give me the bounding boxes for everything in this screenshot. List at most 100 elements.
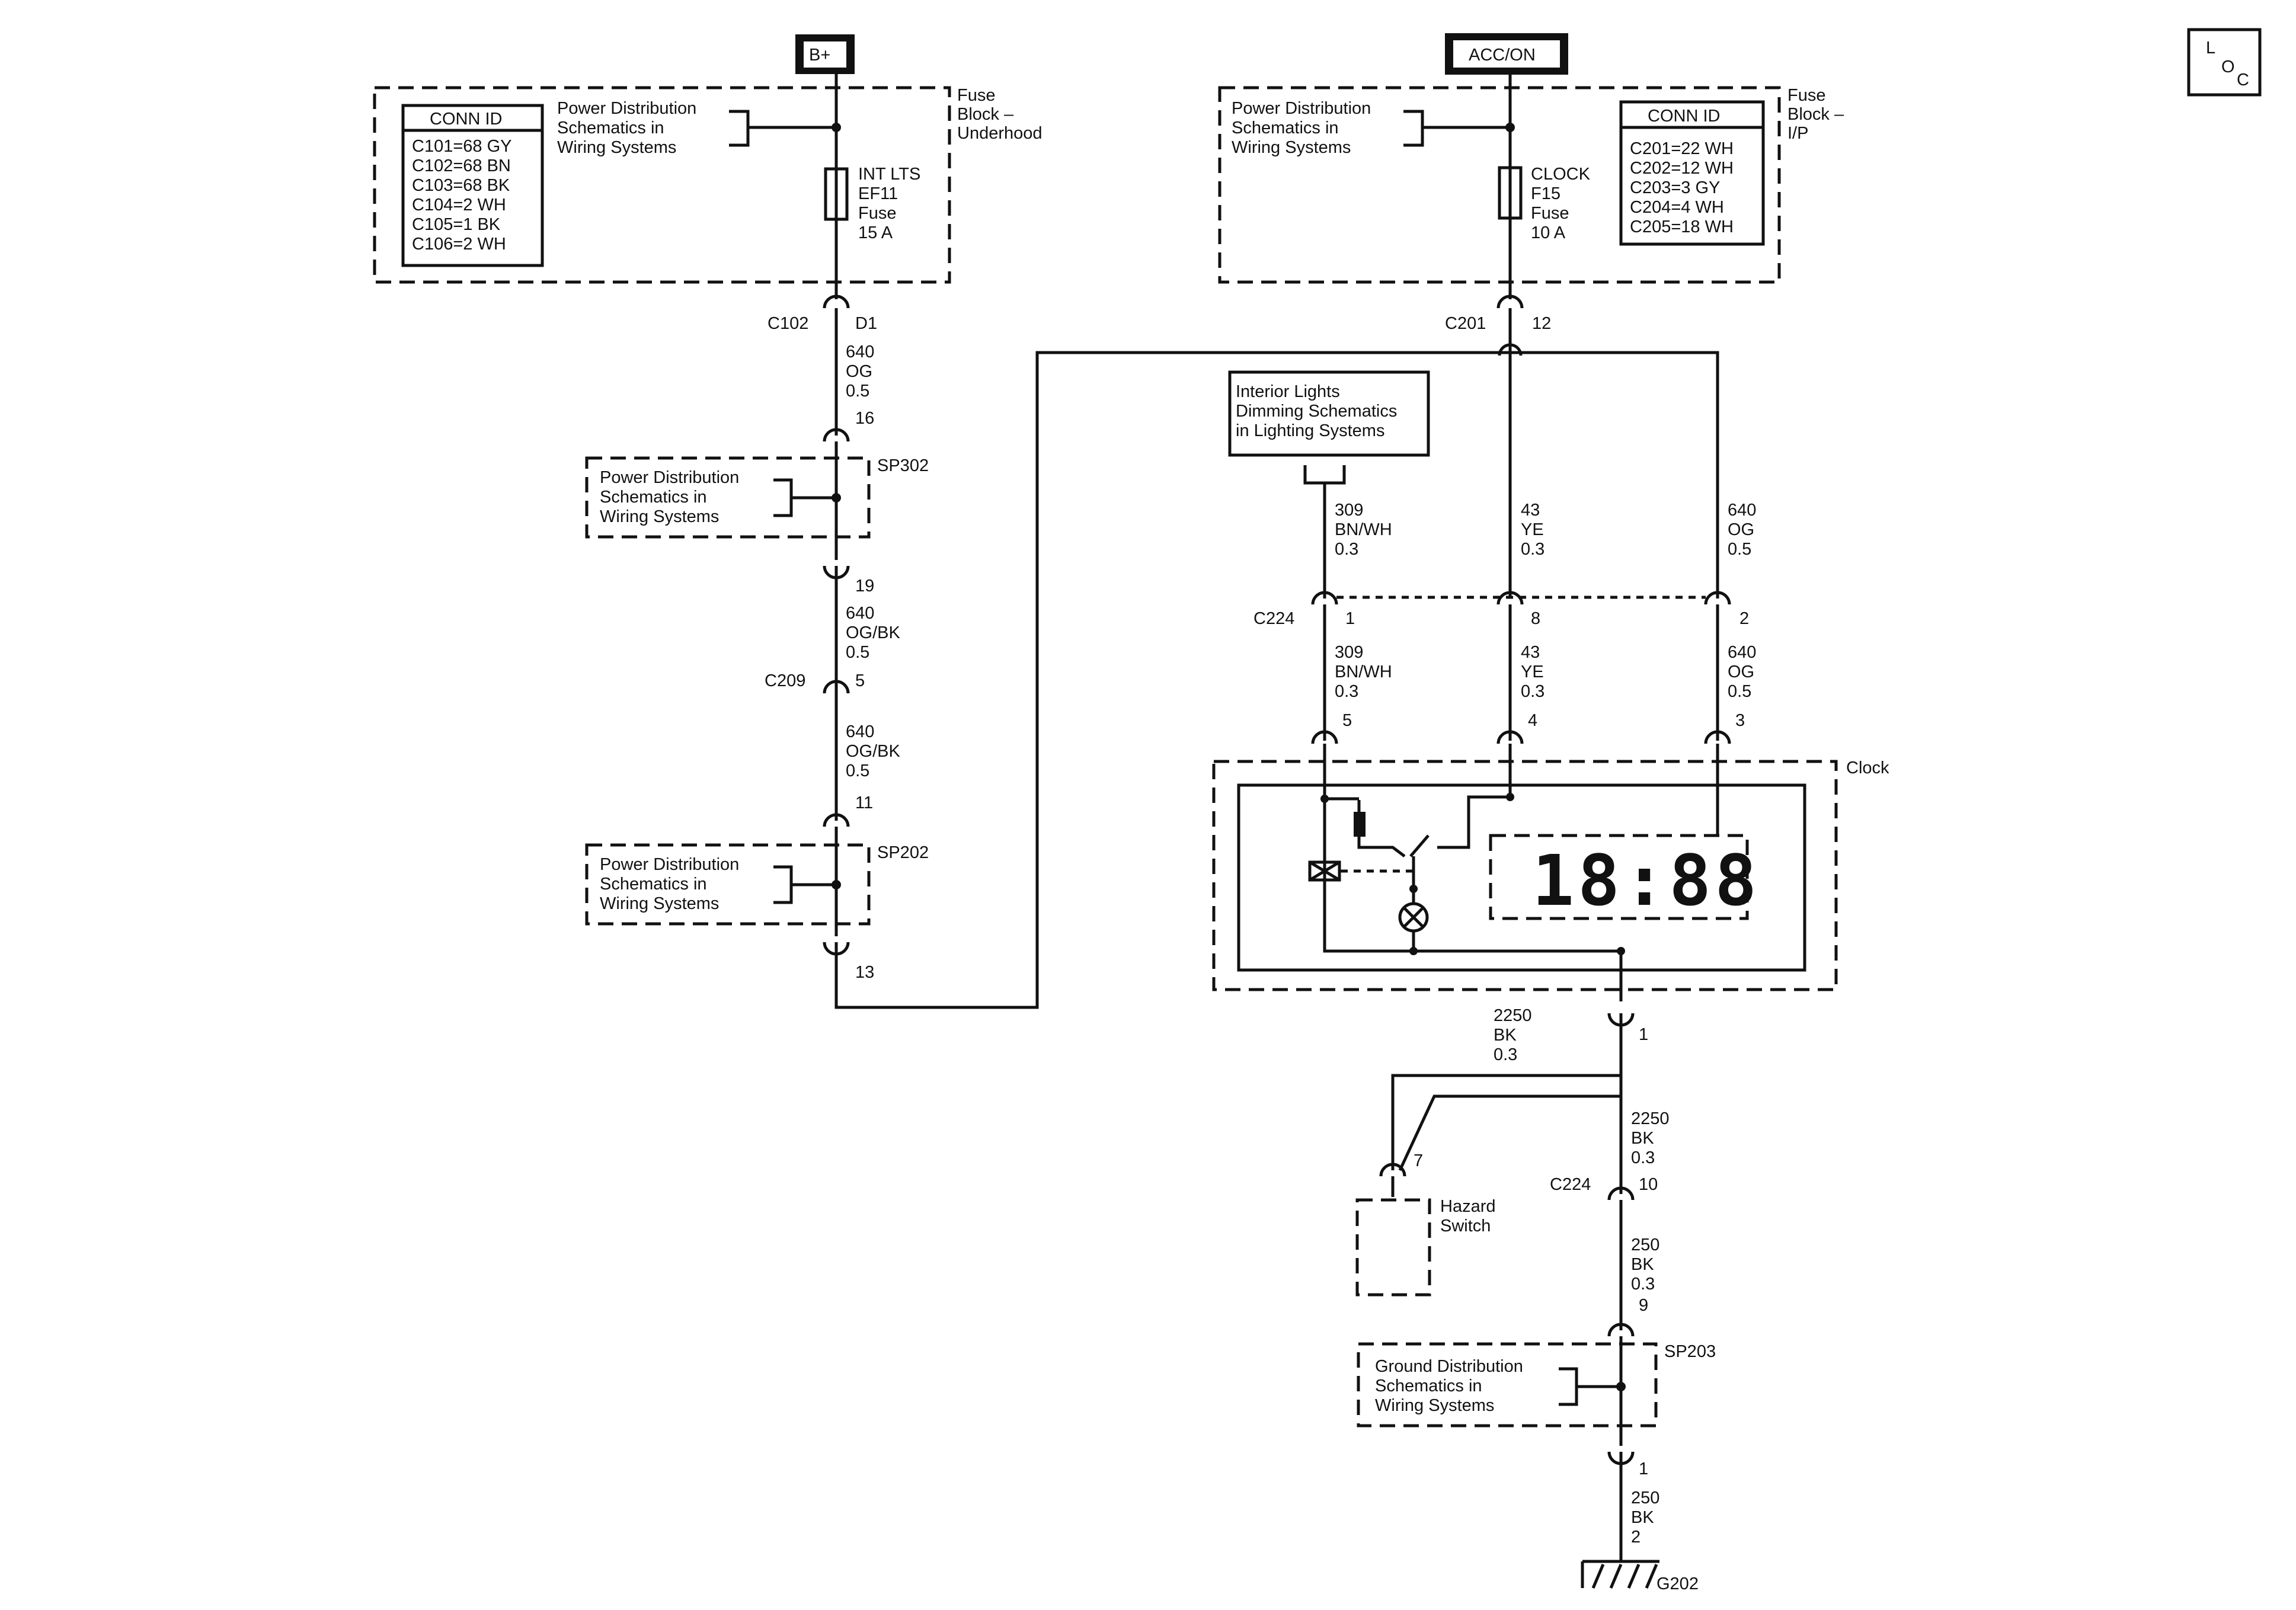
schematic-label: C102=68 BN [412, 156, 511, 175]
schematic-label: 250 [1631, 1235, 1659, 1254]
schematic-label: C224 [1550, 1175, 1591, 1194]
schematic-label: Schematics in [600, 875, 707, 894]
lamp-icon [1398, 902, 1429, 933]
schematic-label: B+ [809, 46, 830, 65]
schematic-label: 3 [1735, 711, 1745, 730]
schematic-label: 4 [1528, 711, 1537, 730]
connector-c224-bottom: C224 10 [1550, 1175, 1658, 1201]
schematic-label: BK [1494, 1026, 1517, 1045]
b-plus-supply: B+ [795, 34, 855, 107]
schematic-label: 0.5 [1728, 540, 1751, 559]
schematic-label: C106=2 WH [412, 235, 506, 254]
schematic-label: Schematics in [600, 488, 707, 507]
schematic-label: 19 [855, 577, 874, 596]
schematic-label: C [2237, 71, 2249, 89]
fuse-ef11: INT LTS EF11 Fuse 15 A [824, 165, 920, 242]
schematic-label: C105=1 BK [412, 215, 501, 234]
schematic-label: F15 [1531, 184, 1560, 203]
schematic-label: C205=18 WH [1630, 217, 1734, 236]
schematic-label: EF11 [858, 184, 898, 203]
schematic-label: 1 [1639, 1025, 1648, 1044]
schematic-label: BN/WH [1335, 520, 1392, 539]
hazard-switch: 7 Hazard Switch [1355, 1094, 1621, 1297]
schematic-label: Interior Lights [1236, 382, 1340, 401]
schematic-label: Block – [1787, 105, 1844, 124]
schematic-label: 640 [846, 343, 874, 361]
schematic-label: I/P [1787, 124, 1808, 143]
schematic-label: C224 [1253, 609, 1294, 628]
schematic-label: 0.5 [846, 382, 869, 401]
schematic-label: 43 [1521, 643, 1540, 662]
schematic-label: Clock [1846, 758, 1889, 777]
schematic-label: 0.5 [846, 761, 869, 780]
schematic-label: C209 [765, 671, 805, 690]
schematic-label: C103=68 BK [412, 176, 510, 195]
schematic-label: CONN ID [1648, 107, 1720, 126]
connector-c224-top: C224 1 8 2 [1253, 591, 1749, 628]
schematic-label: Schematics in [1232, 119, 1339, 137]
schematic-label: Block – [957, 105, 1014, 124]
schematic-label: 10 A [1531, 223, 1566, 242]
schematic-label: Power Distribution [600, 855, 739, 874]
schematic-label: OG/BK [846, 623, 901, 642]
schematic-label: 2250 [1494, 1006, 1532, 1025]
clock-pins: 5 4 3 [1311, 711, 1745, 744]
schematic-label: Hazard [1440, 1197, 1496, 1216]
schematic-label: 15 A [858, 223, 893, 242]
schematic-label: 640 [1728, 643, 1756, 662]
schematic-label: Wiring Systems [1232, 138, 1351, 157]
schematic-label: 640 [846, 604, 874, 623]
schematic-label: 12 [1532, 314, 1551, 333]
schematic-label: Power Distribution [557, 99, 696, 118]
connector-c201: C201 12 [1445, 295, 1551, 333]
schematic-label: Dimming Schematics [1236, 402, 1397, 421]
schematic-label: C104=2 WH [412, 196, 506, 215]
schematic-label: OG [1728, 662, 1754, 681]
schematic-label: 0.3 [1631, 1148, 1655, 1167]
schematic-label: OG/BK [846, 742, 901, 761]
connector-c209: C209 5 [765, 671, 865, 694]
schematic-label: Wiring Systems [600, 894, 719, 913]
connector-c102: C102 D1 [768, 295, 877, 333]
schematic-label: OG [846, 362, 872, 381]
fuse-block-underhood: Fuse Block – Underhood CONN ID C101=68 G… [373, 86, 1043, 299]
schematic-label: 18:88 [1532, 840, 1760, 921]
schematic-label: L [2206, 39, 2215, 57]
clock-module: Clock [1212, 744, 1889, 1001]
schematic-label: SP202 [877, 843, 929, 862]
power-distribution-ref-underhood: Power Distribution Schematics in Wiring … [557, 99, 841, 157]
schematic-label: Ground Distribution [1375, 1357, 1523, 1376]
splice-sp203: SP203 Ground Distribution Schematics in … [1357, 1336, 1716, 1446]
schematic-label: Schematics in [557, 119, 664, 137]
schematic-label: 250 [1631, 1489, 1659, 1507]
right-circuit: C201 12 Interior Lights Dimming Schemati… [1212, 295, 1889, 1593]
schematic-label: 7 [1414, 1151, 1423, 1170]
schematic-label: D1 [855, 314, 877, 333]
schematic-label: 0.3 [1335, 682, 1358, 701]
schematic-label: 0.3 [1521, 540, 1544, 559]
clock-display: 18:88 [1489, 834, 1760, 921]
schematic-label: C201 [1445, 314, 1486, 333]
schematic-label: 0.3 [1494, 1045, 1517, 1064]
schematic-label: C203=3 GY [1630, 178, 1720, 197]
loc-symbol: L O C [2187, 28, 2262, 97]
schematic-label: 11 [855, 793, 873, 812]
left-circuit: C102 D1 640 OG 0.5 16 SP302 Power Distri… [585, 295, 1511, 1009]
schematic-label: BK [1631, 1129, 1654, 1148]
schematic-label: Fuse [1787, 86, 1825, 105]
schematic-label: 9 [1639, 1296, 1648, 1315]
schematic-label: ACC/ON [1469, 46, 1536, 65]
schematic-label: 43 [1521, 501, 1540, 520]
schematic-label: Fuse [1531, 204, 1569, 223]
schematic-label: 0.5 [1728, 682, 1751, 701]
schematic-label: CLOCK [1531, 165, 1591, 184]
schematic-label: Switch [1440, 1217, 1491, 1235]
fuse-f15: CLOCK F15 Fuse 10 A [1498, 165, 1591, 242]
schematic-label: 309 [1335, 643, 1363, 662]
schematic-label: 0.3 [1335, 540, 1358, 559]
schematic-label: 10 [1639, 1175, 1658, 1194]
conn-id-table-ip: CONN ID C201=22 WH C202=12 WH C203=3 GY … [1619, 100, 1765, 246]
schematic-label: 2 [1739, 609, 1749, 628]
schematic-label: 13 [855, 963, 874, 982]
